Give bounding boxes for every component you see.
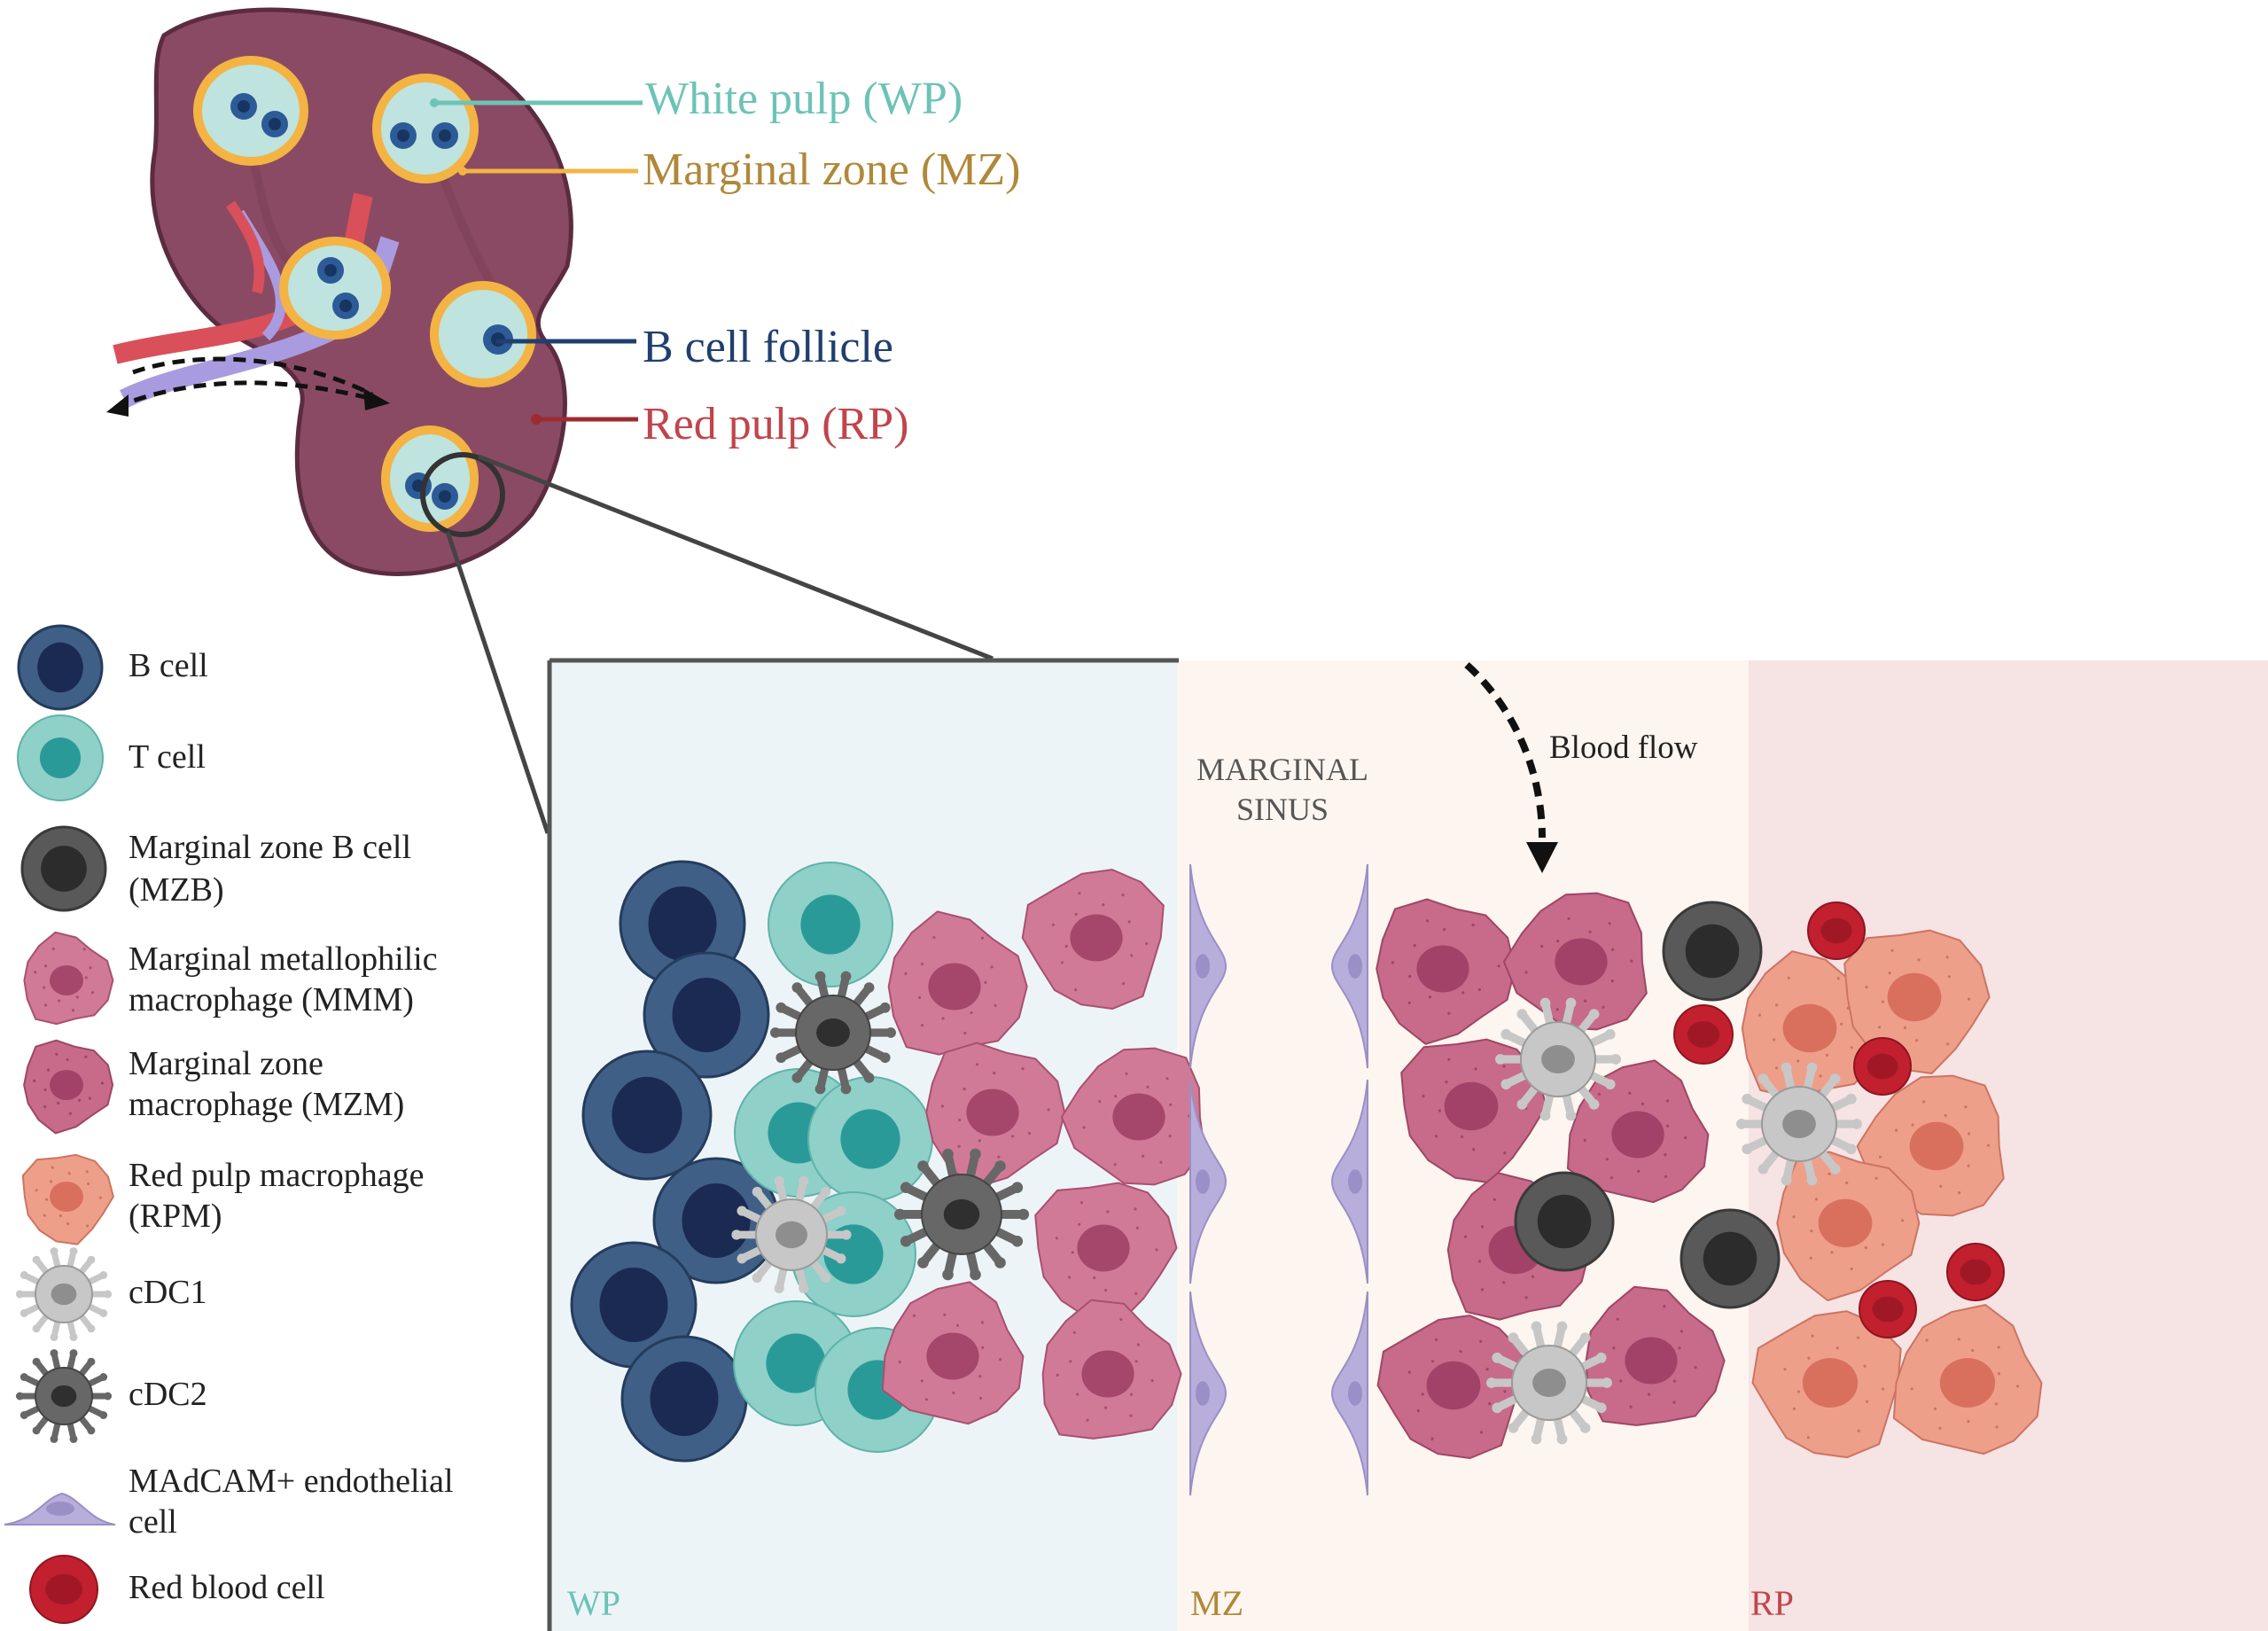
mmm-cell [925,1042,1066,1189]
mmm-cell [1021,869,1165,1010]
leader-lines [430,98,643,425]
legend-label-5-line2: macrophage (MZM) [129,1086,404,1123]
mmm-cell [23,931,114,1026]
t-cell [807,1076,933,1202]
red-blood-cell [29,1555,98,1624]
red-blood-cell [1946,1243,2005,1301]
follicle-2 [372,74,479,183]
mmm-cell [881,1281,1025,1425]
cdc1-cell [731,1176,852,1293]
rpm-cell [21,1153,114,1245]
legend-label-2: T cell [129,738,206,776]
legend-label-5: Marginal zone [129,1045,323,1082]
zone-label-mz: MZ [1190,1583,1243,1623]
cdc1-cell [1736,1062,1862,1186]
endothelial-cell [1330,863,1368,1069]
endothelial-cell [1330,1291,1368,1496]
cdc2-cell [770,971,896,1095]
cdc1-cell [15,1247,113,1341]
blood-flow-arrow-out [114,380,373,410]
cdc1-cell [1486,1321,1612,1445]
endothelial-cell [1189,863,1228,1069]
cdc1-cell [1495,997,1621,1121]
legend-label-1: B cell [129,647,208,684]
mzm-cell [1502,892,1648,1031]
zone-label-rp: RP [1750,1583,1794,1623]
follicle-1 [193,56,308,166]
detail-cells [570,860,2043,1496]
marginal-sinus-label-1: MARGINAL [1196,752,1368,787]
legend-label-4-line2: macrophage (MMM) [129,981,414,1018]
rpm-cell [1751,1310,1902,1459]
mzm-cell [1376,1315,1524,1459]
label-marginal-zone: Marginal zone (MZ) [643,144,1020,195]
b-cell [17,624,104,711]
legend-label-3-line2: (MZB) [129,871,224,909]
legend-label-9-line2: cell [129,1503,177,1541]
endothelial-cell [1189,1291,1228,1496]
legend-label-3: Marginal zone B cell [129,829,411,866]
label-white-pulp: White pulp (WP) [645,74,963,124]
red-blood-cell [1859,1280,1917,1338]
endothelial-cell [1330,1079,1368,1284]
mmm-cell [1041,1299,1182,1440]
red-blood-cell [1807,901,1866,960]
legend-label-7: cDC1 [129,1274,207,1311]
legend-label-6-line2: (RPM) [129,1198,222,1235]
zone-label-wp: WP [567,1583,620,1623]
mzm-cell [1376,898,1516,1045]
b-cell [570,1241,698,1369]
cdc2-cell [15,1349,113,1443]
marginal-sinus-label-2: SINUS [1236,792,1329,827]
mmm-cell [887,910,1028,1056]
blood-flow-label: Blood flow [1549,730,1698,766]
mmm-cell [1060,1047,1205,1186]
follicle-4 [430,281,536,387]
b-cell [581,1050,713,1181]
legend-label-4: Marginal metallophilic [129,940,438,978]
endothelial-cell [4,1492,116,1526]
mzm-cell [1400,1038,1547,1183]
mmm-cell [1034,1182,1178,1323]
blood-flow-arrow [1464,662,1546,839]
t-cell [768,862,893,987]
legend-label-8: cDC2 [129,1376,207,1413]
label-red-pulp: Red pulp (RP) [643,399,908,449]
rpm-cell [1892,1304,2043,1455]
legend-label-6: Red pulp macrophage [129,1157,424,1194]
label-b-cell-follicle: B cell follicle [643,322,893,372]
zoom-connector-bottom [445,531,550,834]
follicle-3 [279,237,391,339]
mzm-cell [1566,1059,1710,1204]
cdc2-cell [894,1148,1030,1281]
mzb-cell [1514,1171,1615,1272]
b-cell [652,1157,780,1284]
rpm-cell [1776,1151,1921,1301]
red-blood-cell [1853,1037,1912,1096]
t-cell [17,714,104,801]
zoom-circle [420,452,505,537]
b-cell [620,1335,748,1463]
zoom-connector-top [478,454,994,661]
endothelial-cell [1189,1079,1228,1284]
mzb-cell [1680,1208,1781,1309]
legend-label-9: MAdCAM+ endothelial [129,1463,454,1500]
legend-icons [4,624,116,1624]
blood-flow-arrow-in [132,356,374,397]
b-cell [643,951,770,1079]
mzm-cell [23,1039,114,1135]
red-blood-cell [1673,1004,1734,1065]
legend-label-10: Red blood cell [129,1569,325,1606]
follicles [193,56,536,537]
mzb-cell [1662,901,1763,1002]
mzb-cell [20,825,107,912]
